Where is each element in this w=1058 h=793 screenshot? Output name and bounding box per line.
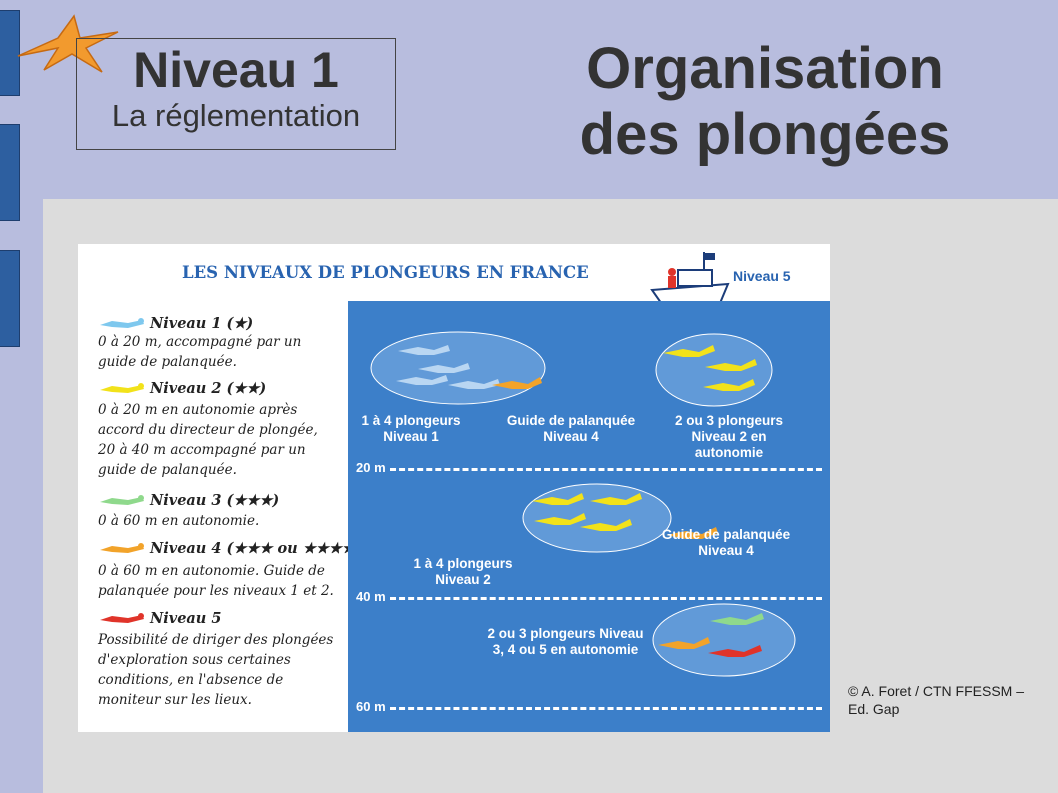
slide-tab-3 [0, 250, 20, 347]
page-title-line1: Organisation [586, 36, 944, 101]
legend-level2: Niveau 2 (★★) [150, 379, 266, 399]
legend-level1: Niveau 1 (★) [150, 314, 253, 334]
diver-icon-level3 [100, 495, 144, 505]
legend-level5: Niveau 5 [150, 609, 222, 629]
depth-label-60m: 60 m [356, 699, 386, 714]
page-title: Organisation des plongées [520, 36, 1010, 168]
label-group-level1: 1 à 4 plongeurs Niveau 1 [361, 413, 461, 444]
legend-level5-desc: Possibilité de diriger des plongées d'ex… [98, 630, 336, 710]
diver-icon-level2 [100, 383, 144, 393]
legend-level4-desc: 0 à 60 m en autonomie. Guide de palanqué… [98, 561, 336, 601]
legend-level2-heading: Niveau 2 (★★) [150, 380, 267, 397]
legend-level3: Niveau 3 (★★★) [150, 491, 279, 511]
diver-levels-poster: LES NIVEAUX DE PLONGEURS EN FRANCE Nivea… [78, 244, 830, 732]
slide-tab-2 [0, 124, 20, 221]
legend-level4-heading: Niveau 4 (★★★ ou ★★★★) [150, 540, 362, 557]
legend-level3-desc: 0 à 60 m en autonomie. [98, 511, 336, 531]
label-guide-level4-deep: Guide de palanquée Niveau 4 [661, 527, 791, 558]
sea-area: 1 à 4 plongeurs Niveau 1 Guide de palanq… [348, 301, 830, 732]
depth-label-40m: 40 m [356, 589, 386, 604]
diver-icon-level1 [100, 318, 144, 328]
diver-icon-level4 [100, 543, 144, 553]
group-ellipse-level1 [370, 331, 546, 405]
group-ellipse-level345 [652, 603, 796, 677]
group-ellipse-level2-deep [522, 483, 672, 553]
legend-level4-text: 0 à 60 m en autonomie. Guide de palanqué… [98, 563, 334, 599]
legend-level3-text: 0 à 60 m en autonomie. [98, 513, 260, 529]
depth-label-20m: 20 m [356, 460, 386, 475]
poster-title: LES NIVEAUX DE PLONGEURS EN FRANCE [182, 263, 589, 282]
legend-level2-desc: 0 à 20 m en autonomie après accord du di… [98, 400, 336, 480]
legend-level1-text: 0 à 20 m, accompagné par un guide de pal… [98, 334, 302, 370]
guide-diver-icon [666, 527, 718, 539]
diver-icon-level5 [100, 613, 144, 623]
group-ellipse-level2-surface [655, 333, 773, 407]
legend-level3-heading: Niveau 3 (★★★) [150, 492, 280, 509]
legend-level4: Niveau 4 (★★★ ou ★★★★) [150, 539, 362, 559]
boat-level-label: Niveau 5 [733, 268, 791, 284]
legend-level5-heading: Niveau 5 [150, 610, 222, 627]
starfish-icon [17, 14, 119, 73]
level-title: Niveau 1 [133, 42, 339, 98]
label-group-level2-top: 2 ou 3 plongeurs Niveau 2 en autonomie [674, 413, 783, 460]
label-group-level2-deep: 1 à 4 plongeurs Niveau 2 [413, 556, 513, 587]
slide-tab-1 [0, 10, 20, 96]
image-credit: © A. Foret / CTN FFESSM – Ed. Gap [848, 683, 1025, 717]
label-guide-level4-top: Guide de palanquée Niveau 4 [506, 413, 636, 444]
level-subtitle: La réglementation [111, 98, 361, 133]
label-group-level345: 2 ou 3 plongeurs Niveau 3, 4 ou 5 en aut… [487, 626, 644, 657]
depth-line-20m [390, 468, 822, 471]
depth-line-60m [390, 707, 822, 710]
legend-level5-text: Possibilité de diriger des plongées d'ex… [98, 632, 334, 708]
legend-level2-text: 0 à 20 m en autonomie après accord du di… [98, 402, 318, 478]
legend-level1-desc: 0 à 20 m, accompagné par un guide de pal… [98, 332, 336, 372]
legend-level1-heading: Niveau 1 (★) [150, 315, 254, 332]
page-title-line2: des plongées [579, 102, 951, 167]
level-box: Niveau 1 La réglementation [76, 38, 396, 150]
left-strip [0, 0, 43, 793]
depth-line-40m [390, 597, 822, 600]
